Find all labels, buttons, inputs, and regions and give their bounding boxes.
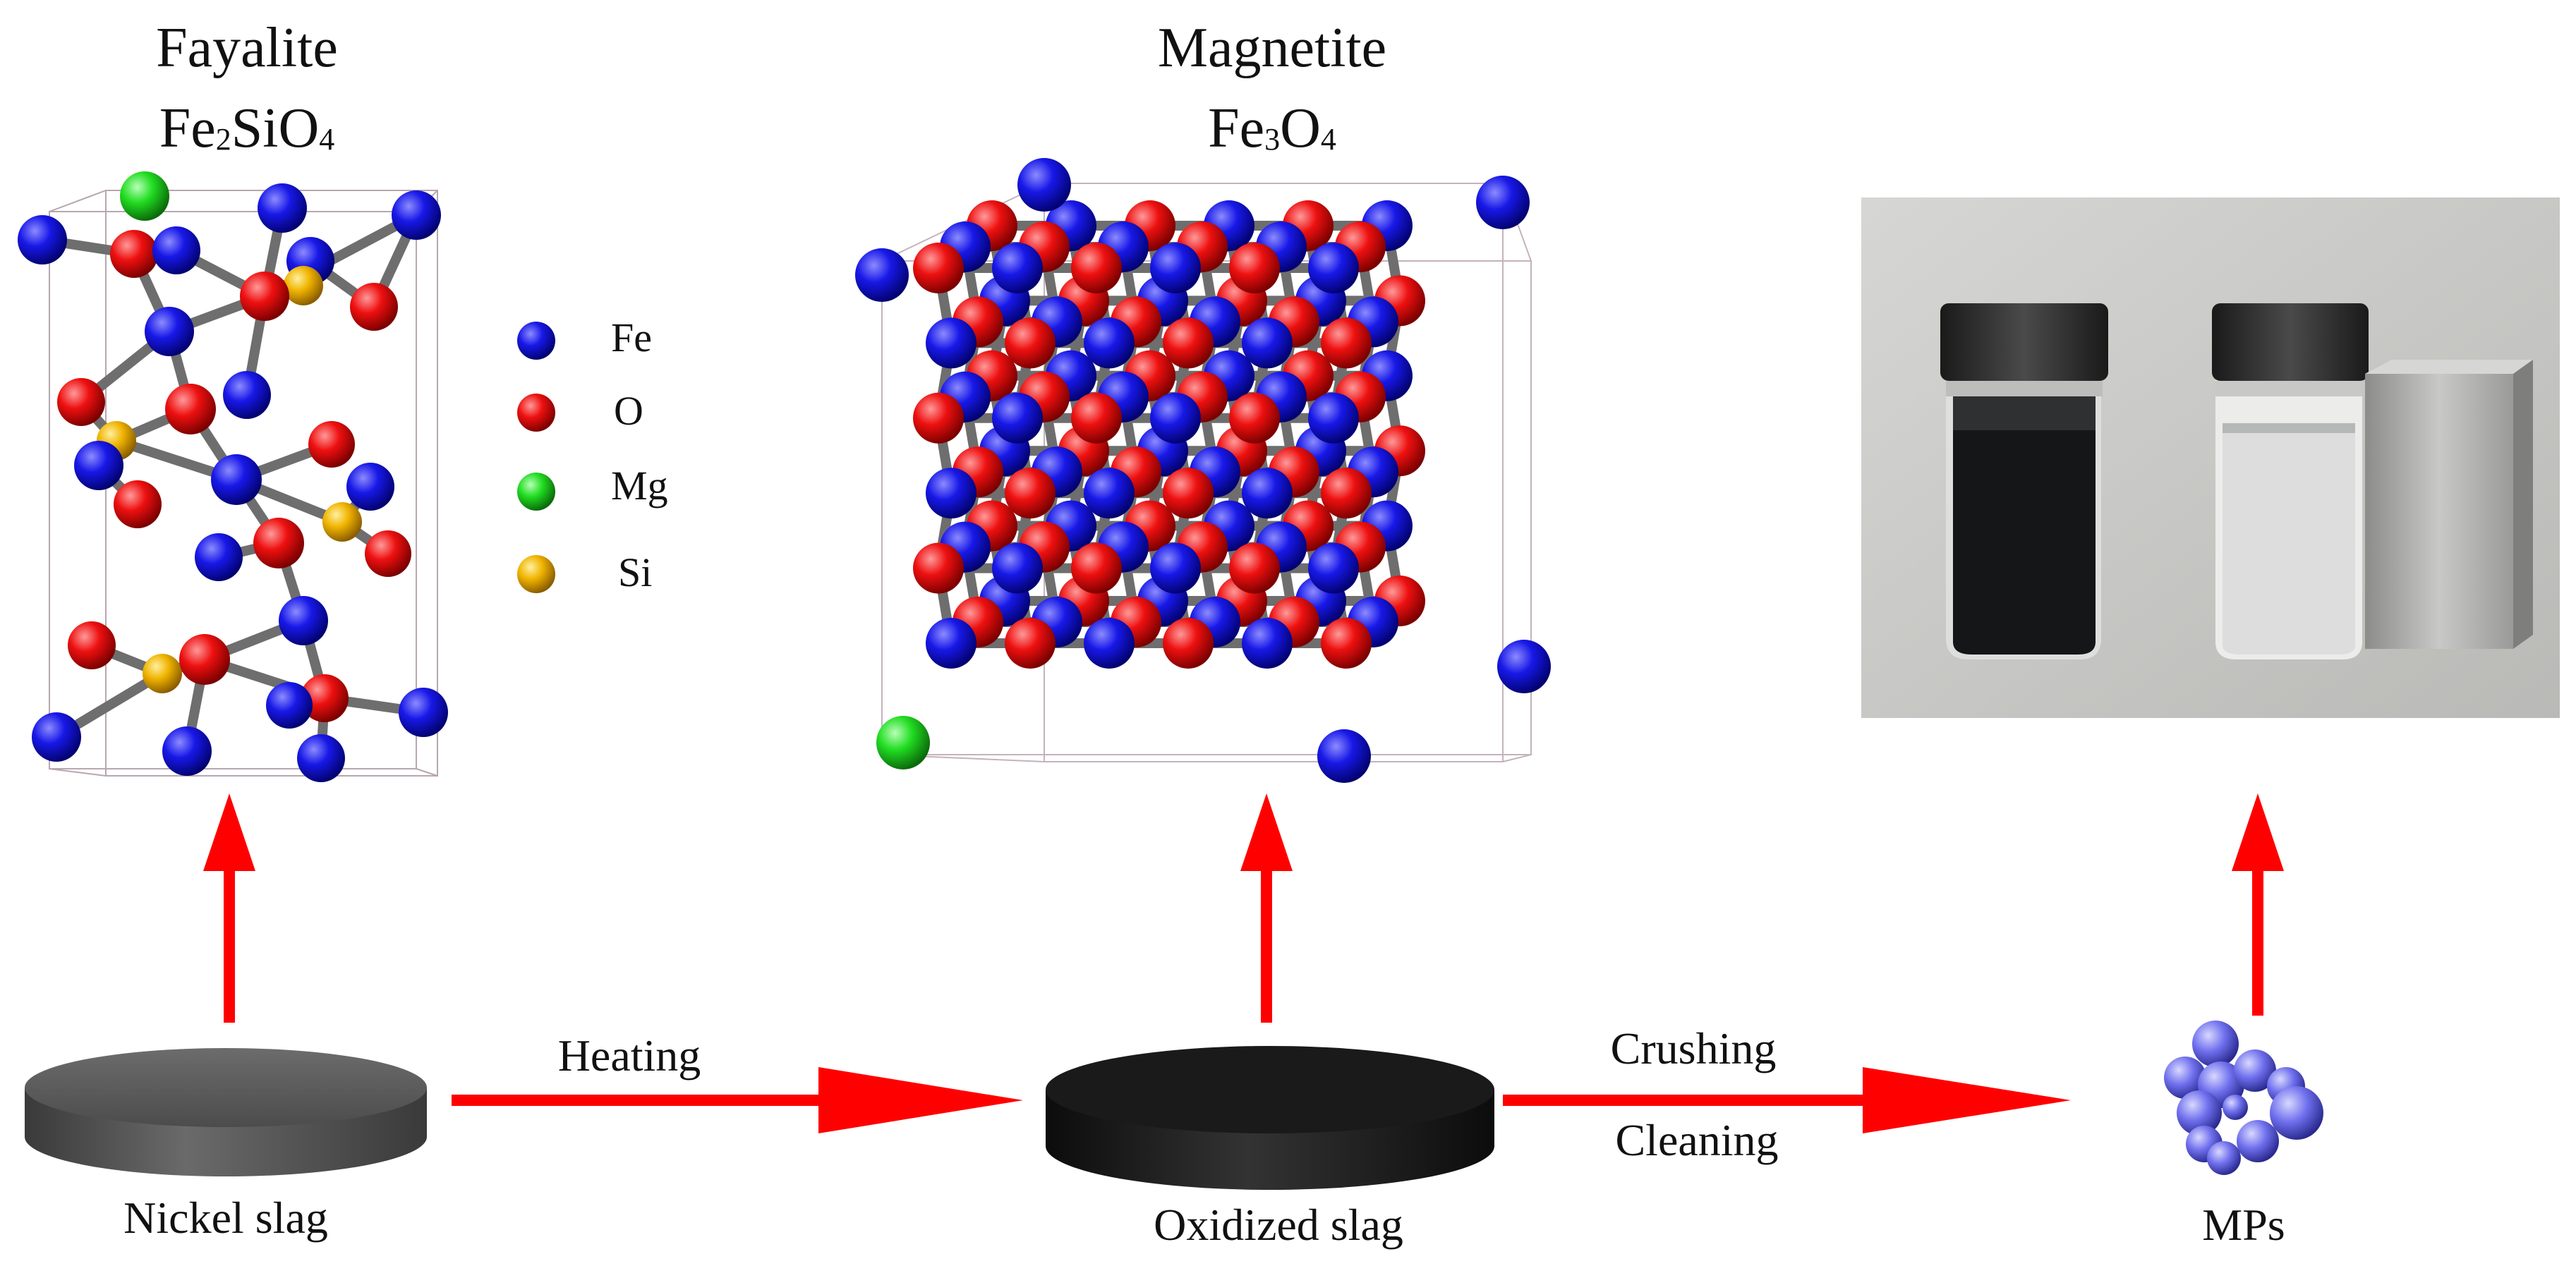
vials-photo bbox=[1861, 197, 2560, 718]
magnetite-corner-atom bbox=[1476, 176, 1530, 229]
atom-legend bbox=[517, 322, 555, 593]
crushing-label: Crushing bbox=[1610, 1023, 1777, 1073]
magnetite-atom bbox=[1229, 243, 1280, 293]
dark-vial bbox=[1940, 303, 2108, 659]
magnetite-corner-atom bbox=[1317, 729, 1371, 783]
magnetite-atom bbox=[1308, 243, 1359, 293]
fayalite-structure bbox=[18, 171, 448, 782]
magnetite-atom bbox=[1071, 542, 1122, 594]
magnetite-atom bbox=[1005, 317, 1056, 369]
magnetite-atom bbox=[1084, 618, 1135, 669]
magnetite-atoms bbox=[855, 158, 1551, 783]
magnetite-atom bbox=[926, 317, 976, 369]
fayalite-title: Fayalite bbox=[156, 17, 338, 79]
magnetite-atom bbox=[1163, 468, 1214, 519]
magnetite-atom bbox=[926, 468, 976, 519]
magnetite-atom bbox=[1321, 468, 1372, 519]
fayalite-formula: Fe2SiO4 bbox=[159, 97, 335, 159]
legend-o-swatch bbox=[517, 394, 555, 432]
oxidized-slag-disk bbox=[1046, 1046, 1494, 1190]
arrow-heating bbox=[452, 1067, 1023, 1133]
magnetite-formula: Fe3O4 bbox=[1208, 97, 1336, 159]
magnetite-atom bbox=[1005, 618, 1056, 669]
magnetite-atom bbox=[1071, 243, 1122, 293]
magnetite-corner-atom bbox=[1497, 640, 1551, 693]
magnetite-atom bbox=[926, 618, 976, 669]
magnetite-atom bbox=[1242, 317, 1293, 369]
magnetite-corner-atom bbox=[1017, 158, 1071, 212]
nickel-slag-label: Nickel slag bbox=[123, 1193, 328, 1243]
magnetite-atom bbox=[1242, 618, 1293, 669]
magnetite-atom bbox=[1005, 468, 1056, 519]
magnetite-atom bbox=[1150, 542, 1201, 594]
nickel-slag-disk bbox=[25, 1048, 427, 1176]
mps-label: MPs bbox=[2202, 1200, 2285, 1250]
magnetite-atom bbox=[992, 392, 1043, 444]
legend-mg-swatch bbox=[517, 473, 555, 511]
magnetite-atom bbox=[1229, 542, 1280, 594]
arrow-up-mps bbox=[2232, 793, 2284, 1016]
legend-fe-label: Fe bbox=[611, 315, 652, 360]
magnetite-corner-atom bbox=[855, 248, 909, 302]
magnetite-atom bbox=[1150, 392, 1201, 444]
magnetite-corner-atom bbox=[876, 716, 930, 769]
magnetite-atom bbox=[1071, 392, 1122, 444]
clear-vial bbox=[2212, 303, 2369, 659]
magnetite-atom bbox=[913, 392, 964, 444]
magnetic-particles bbox=[2164, 1021, 2323, 1175]
magnetite-atom bbox=[913, 542, 964, 594]
cleaning-label: Cleaning bbox=[1615, 1115, 1779, 1165]
legend-mg-label: Mg bbox=[611, 463, 668, 509]
magnetite-atom bbox=[1163, 618, 1214, 669]
magnetite-atom bbox=[992, 542, 1043, 594]
arrow-up-magnetite bbox=[1240, 793, 1293, 1023]
legend-si-label: Si bbox=[618, 549, 653, 595]
legend-fe-swatch bbox=[517, 322, 555, 360]
magnetite-atom bbox=[913, 243, 964, 293]
magnetite-atom bbox=[1084, 317, 1135, 369]
magnetite-atom bbox=[1308, 542, 1359, 594]
legend-o-label: O bbox=[614, 388, 643, 434]
arrow-crushing-cleaning bbox=[1503, 1067, 2071, 1133]
magnetite-atom bbox=[1321, 317, 1372, 369]
magnet-block bbox=[2365, 360, 2533, 649]
flow-arrows bbox=[203, 793, 2284, 1133]
oxidized-slag-label: Oxidized slag bbox=[1154, 1200, 1403, 1250]
magnetite-title: Magnetite bbox=[1157, 17, 1387, 79]
magnetite-atom bbox=[1150, 243, 1201, 293]
magnetite-structure bbox=[855, 158, 1551, 783]
magnetite-atom bbox=[1242, 468, 1293, 519]
heating-label: Heating bbox=[557, 1030, 701, 1081]
legend-si-swatch bbox=[517, 555, 555, 593]
magnetite-atom bbox=[992, 243, 1043, 293]
magnetite-atom bbox=[1308, 392, 1359, 444]
magnetite-atom bbox=[1084, 468, 1135, 519]
arrow-up-fayalite bbox=[203, 793, 255, 1023]
magnetite-atom bbox=[1229, 392, 1280, 444]
magnetite-atom bbox=[1163, 317, 1214, 369]
magnetite-atom bbox=[1321, 618, 1372, 669]
